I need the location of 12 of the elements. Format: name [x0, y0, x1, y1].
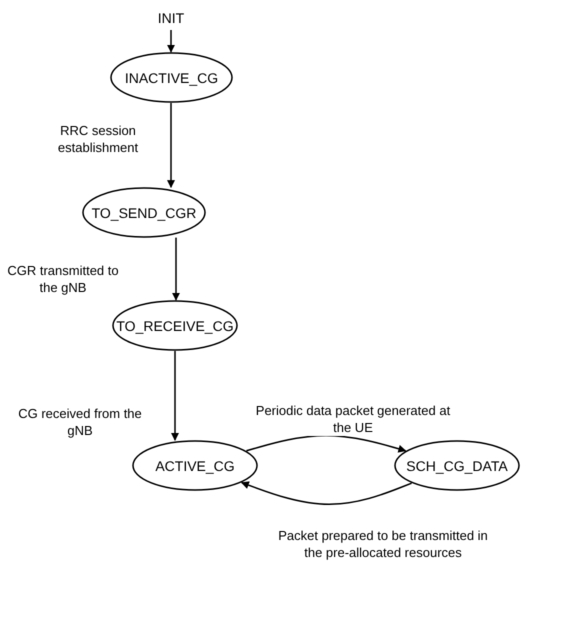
state-label: ACTIVE_CG: [155, 458, 235, 474]
arrow: [167, 103, 175, 188]
state-label: INACTIVE_CG: [124, 70, 218, 86]
arrow: [171, 351, 179, 441]
start-label: INIT: [158, 10, 184, 26]
arrow: [167, 30, 175, 53]
state-label: SCH_CG_DATA: [406, 458, 508, 474]
arrow: [240, 481, 412, 506]
arrow: [246, 434, 406, 453]
state-label: TO_SEND_CGR: [92, 204, 196, 220]
state-label: TO_RECEIVE_CG: [116, 318, 234, 334]
arrow: [172, 238, 180, 301]
